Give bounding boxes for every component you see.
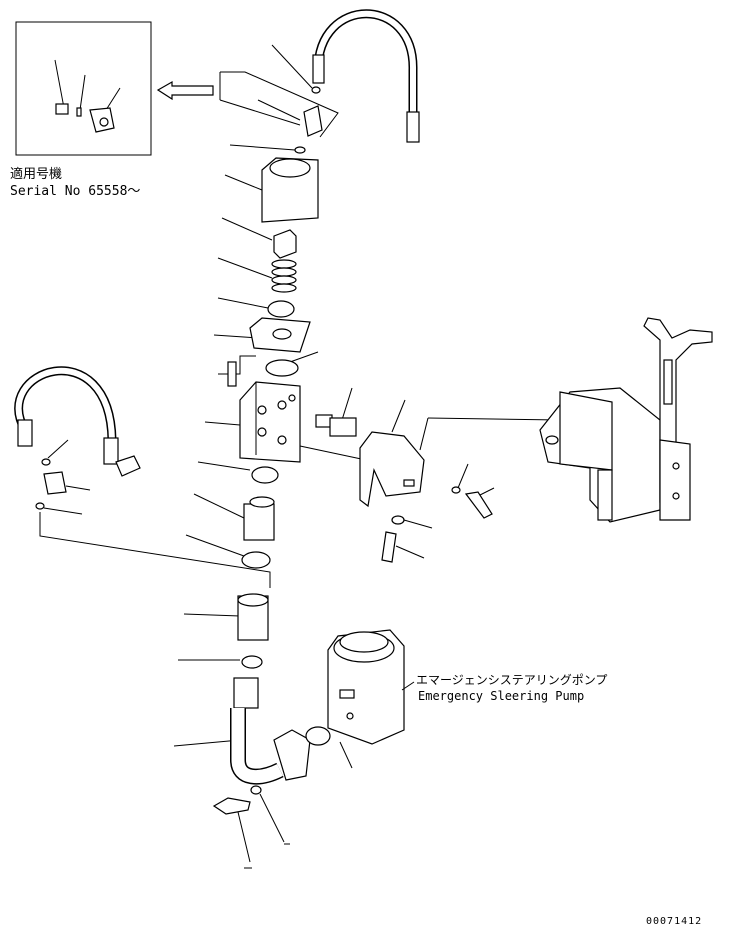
inset-fittings — [54, 59, 121, 133]
bolt — [212, 797, 251, 815]
figure-number: 00071412 — [646, 916, 703, 927]
applicable-serial-label: 適用号機 — [10, 167, 63, 182]
bolt — [227, 361, 237, 387]
spring — [271, 259, 297, 293]
serial-number-label: Serial No 65558～ — [10, 184, 141, 199]
tank-assembly — [539, 317, 713, 523]
elbow-fitting — [303, 105, 323, 137]
bolt — [464, 491, 493, 519]
flange-plate — [249, 317, 311, 353]
elbow-fitting — [43, 471, 67, 495]
inset-frame — [15, 21, 152, 156]
pressure-switch — [315, 414, 357, 437]
pump-name-en: Emergency Sleering Pump — [418, 689, 585, 703]
bolt — [381, 531, 397, 563]
inset-arrow-icon — [156, 80, 214, 101]
check-valve — [237, 593, 269, 641]
mounting-bracket — [359, 431, 425, 508]
adapter-fitting — [273, 229, 297, 259]
valve-block-upper — [261, 157, 319, 223]
bent-tube — [230, 677, 311, 785]
lower-adapter — [243, 496, 275, 541]
left-hose — [14, 366, 141, 477]
main-valve-block — [239, 381, 301, 463]
pump-name-jp: エマージェンシステアリングポンプ — [416, 673, 608, 687]
emergency-steering-pump — [327, 629, 405, 745]
top-hose — [312, 9, 420, 143]
